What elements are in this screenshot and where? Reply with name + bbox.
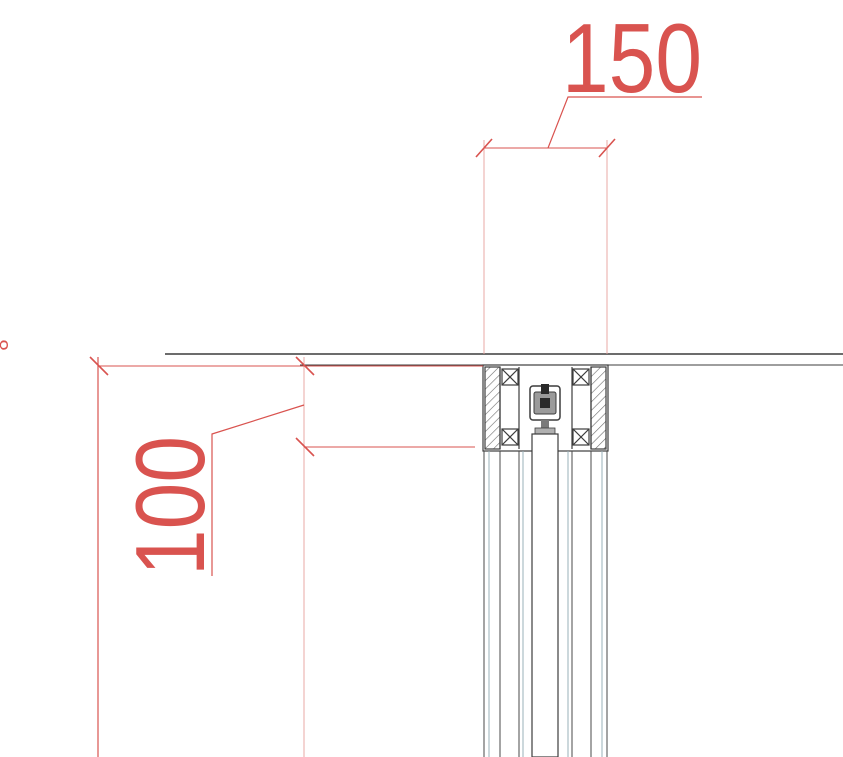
height-dimension <box>89 356 483 757</box>
roller-carriage <box>529 384 561 435</box>
width-dimension <box>475 96 702 354</box>
cross-box-tr <box>572 368 590 386</box>
hatch-right-wall <box>590 366 607 450</box>
width-tick-right <box>598 138 616 158</box>
edge-mark-label: 8 <box>0 339 13 350</box>
track-profile <box>482 364 609 757</box>
width-tick-left <box>475 138 493 158</box>
cross-box-br <box>572 428 590 446</box>
height-tick-outer <box>89 356 109 376</box>
width-dimension-label: 150 <box>562 3 702 113</box>
height-tick-bottom <box>295 437 315 457</box>
hatch-left-wall <box>484 366 501 450</box>
glass-frame-lines <box>483 451 608 757</box>
height-leader <box>211 404 305 576</box>
width-leader <box>547 96 702 149</box>
door-panel <box>531 433 559 757</box>
height-dimension-label: 100 <box>115 436 225 576</box>
cross-box-tl <box>501 368 519 386</box>
height-tick-top <box>295 356 315 376</box>
ceiling-lines <box>165 353 843 366</box>
cross-box-bl <box>501 428 519 446</box>
